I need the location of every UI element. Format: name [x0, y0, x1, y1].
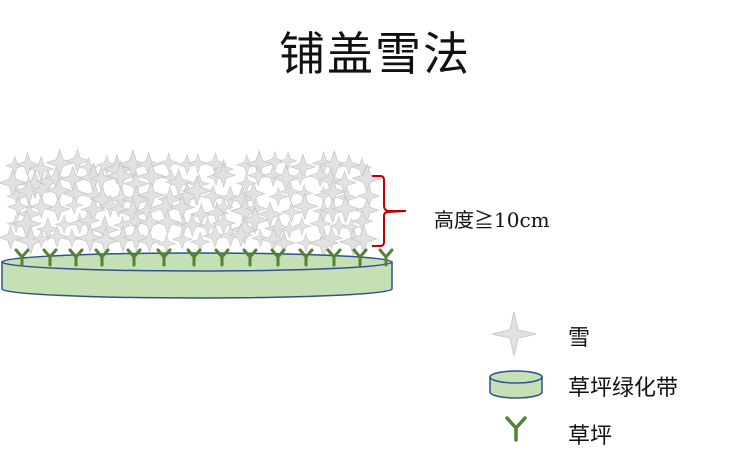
grass-icon [505, 416, 527, 442]
snow-layer [0, 148, 382, 258]
snowflake-star-icon [491, 311, 537, 357]
snow-star [46, 149, 74, 177]
diagram-title: 铺盖雪法 [279, 27, 471, 81]
snow-star [122, 223, 150, 252]
snow-star [355, 198, 379, 223]
snow-star [331, 195, 360, 223]
snow-star [338, 154, 360, 175]
snow-star [172, 229, 193, 250]
snow-star [291, 193, 318, 220]
snow-star [309, 213, 331, 235]
snow-star [46, 197, 70, 221]
snow-star [64, 196, 84, 215]
legend-label-grass: 草坪 [568, 424, 613, 449]
legend-label-snow: 雪 [568, 326, 591, 351]
snow-star [158, 152, 179, 173]
height-label: 高度≧10cm [434, 208, 550, 232]
snow-star [292, 217, 312, 236]
height-bracket [372, 175, 407, 247]
lawn-strip-icon [489, 370, 543, 399]
snow-star [157, 234, 176, 254]
snow-star [155, 209, 181, 235]
snow-star [137, 181, 165, 209]
legend-label-lawn-strip: 草坪绿化带 [568, 376, 679, 401]
lawn-strip [1, 252, 393, 299]
snow-star [0, 225, 23, 250]
